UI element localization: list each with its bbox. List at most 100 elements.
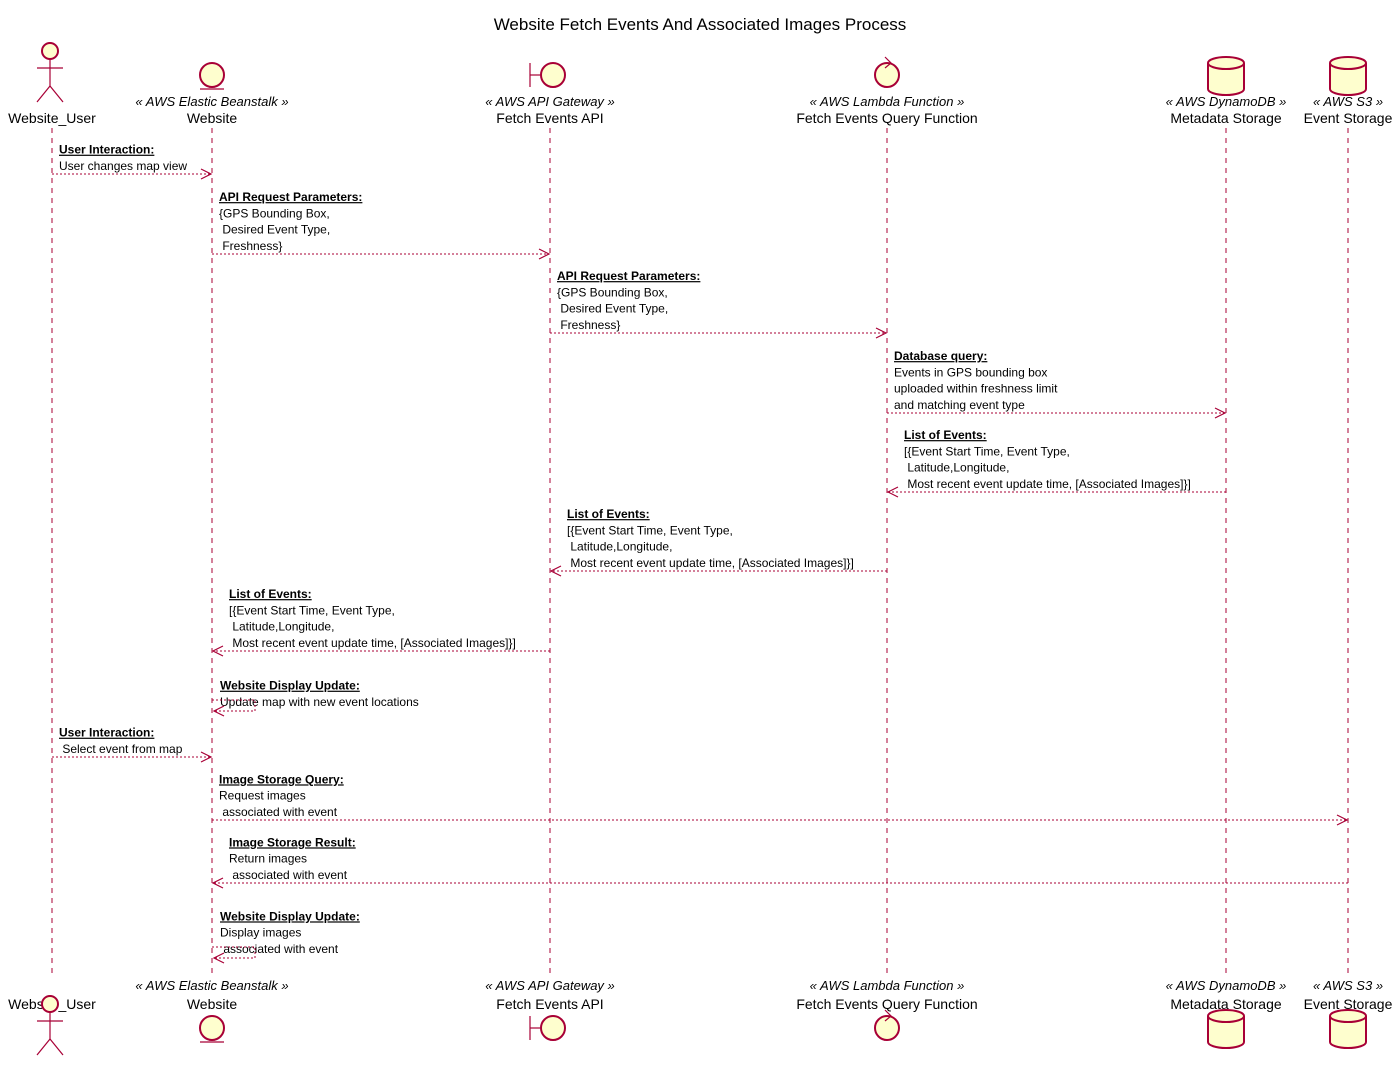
participant-name: Event Storage <box>1304 110 1393 126</box>
participant-user-bottom: Website_User <box>8 995 96 1056</box>
participant-name: Event Storage <box>1304 996 1393 1012</box>
participant-s3-top: « AWS S3 »Event Storage <box>1304 56 1393 126</box>
message-text: Display images <box>220 926 301 940</box>
participant-stereotype: « AWS S3 » <box>1313 94 1383 109</box>
participant-lambda-top: « AWS Lambda Function »Fetch Events Quer… <box>796 56 978 126</box>
participant-dynamo-top: « AWS DynamoDB »Metadata Storage <box>1166 56 1287 126</box>
arrow-head <box>1336 814 1349 826</box>
actor-icon <box>36 995 64 1056</box>
message: API Request Parameters: {GPS Bounding Box… <box>212 190 551 260</box>
message-text: associated with event <box>229 868 348 882</box>
participant-stereotype: « AWS DynamoDB » <box>1166 94 1287 109</box>
message: List of Events:[{Event Start Time, Event… <box>886 428 1226 498</box>
lifelines <box>51 128 1349 978</box>
arrow-head <box>886 486 899 498</box>
control-icon <box>874 1009 900 1041</box>
message: API Request Parameters: {GPS Bounding Box… <box>550 269 888 339</box>
message-text: associated with event <box>220 942 339 956</box>
message-text: User changes map view <box>59 159 187 173</box>
message-title: Website Display Update: <box>220 679 360 693</box>
message-text: [{Event Start Time, Event Type, <box>229 603 395 617</box>
message: Image Storage Result:Return images assoc… <box>211 835 1348 889</box>
participant-lambda-bottom: « AWS Lambda Function » Fetch Events Quer… <box>796 978 978 1041</box>
message-text: Latitude,Longitude, <box>567 540 672 554</box>
participant-stereotype: « AWS API Gateway » <box>485 94 615 109</box>
participant-headers-top: Website_User « AWS Elastic Beanstalk »Web… <box>8 42 1393 126</box>
actor-icon <box>36 42 64 103</box>
message-text: uploaded within freshness limit <box>894 382 1058 396</box>
message-title: List of Events: <box>904 428 987 442</box>
message-text: Request images <box>219 789 306 803</box>
participant-api-bottom: « AWS API Gateway »Fetch Events API <box>485 978 615 1041</box>
self-message-arrow <box>212 946 256 959</box>
diagram-title: Website Fetch Events And Associated Imag… <box>494 15 907 34</box>
participant-name: Metadata Storage <box>1170 996 1282 1012</box>
message: Website Display Update:Display images as… <box>212 909 360 964</box>
entity-icon <box>199 1015 225 1043</box>
participant-headers-bottom: Website_User « AWS Elastic Beanstalk » Web… <box>8 978 1393 1056</box>
arrow-head <box>538 248 551 260</box>
arrow-head <box>200 168 213 180</box>
database-icon <box>1206 56 1245 96</box>
message-title: User Interaction: <box>59 726 154 740</box>
message-text: {GPS Bounding Box, <box>557 285 668 299</box>
arrow-head <box>200 751 213 763</box>
arrow-head <box>212 705 225 717</box>
participant-user-top: Website_User <box>8 42 96 126</box>
message-text: Freshness} <box>557 318 620 332</box>
message-text: [{Event Start Time, Event Type, <box>567 523 733 537</box>
arrow-head <box>212 952 225 964</box>
message-title: Database query: <box>894 349 987 363</box>
message-text: Freshness} <box>219 239 282 253</box>
message: Website Display Update:Update map with n… <box>212 679 419 717</box>
message-title: List of Events: <box>567 507 650 521</box>
entity-icon <box>199 62 225 90</box>
participant-stereotype: « AWS Elastic Beanstalk » <box>135 978 288 993</box>
message-text: Latitude,Longitude, <box>904 461 1009 475</box>
message: List of Events:[{Event Start Time, Event… <box>211 587 550 657</box>
participant-stereotype: « AWS DynamoDB » <box>1166 978 1287 993</box>
arrow-head <box>211 877 224 889</box>
message: Database query: Events in GPS bounding bo… <box>887 349 1227 419</box>
participant-api-top: « AWS API Gateway »Fetch Events API <box>485 62 615 126</box>
arrow-head <box>211 645 224 657</box>
participant-stereotype: « AWS Elastic Beanstalk » <box>135 94 288 109</box>
participant-name: Fetch Events API <box>496 110 603 126</box>
participant-name: Metadata Storage <box>1170 110 1282 126</box>
message-text: Desired Event Type, <box>219 223 330 237</box>
database-icon <box>1328 56 1367 96</box>
participant-stereotype: « AWS Lambda Function » <box>810 978 965 993</box>
message-title: User Interaction: <box>59 143 154 157</box>
message-text: Desired Event Type, <box>557 302 668 316</box>
arrow-head <box>1214 407 1227 419</box>
message-text: Select event from map <box>59 742 183 756</box>
message-text: and matching event type <box>894 398 1025 412</box>
message-text: Most recent event update time, [Associat… <box>904 477 1191 491</box>
participant-name: Fetch Events Query Function <box>796 996 977 1012</box>
message: Image Storage Query:Request images assoc… <box>212 772 1349 826</box>
participant-stereotype: « AWS Lambda Function » <box>810 94 965 109</box>
participant-name: Website <box>187 110 238 126</box>
message-title: API Request Parameters: <box>219 190 362 204</box>
arrow-head <box>875 327 888 339</box>
self-message-arrow <box>212 699 256 712</box>
participant-name: Website <box>187 996 238 1012</box>
message: User Interaction: User changes map view <box>52 143 213 180</box>
message-text: {GPS Bounding Box, <box>219 206 330 220</box>
arrow-head <box>549 565 562 577</box>
message-text: Return images <box>229 852 307 866</box>
participant-dynamo-bottom: « AWS DynamoDB » Metadata Storage <box>1166 978 1287 1049</box>
control-icon <box>874 56 900 88</box>
participant-s3-bottom: « AWS S3 »Event Storage <box>1304 978 1393 1049</box>
messages: User Interaction: User changes map viewAP… <box>52 143 1349 964</box>
participant-name: Fetch Events Query Function <box>796 110 977 126</box>
message-text: Events in GPS bounding box <box>894 365 1047 379</box>
participant-stereotype: « AWS API Gateway » <box>485 978 615 993</box>
message-text: Latitude,Longitude, <box>229 620 334 634</box>
message-title: API Request Parameters: <box>557 269 700 283</box>
participant-name: Website_User <box>8 110 96 126</box>
message: User Interaction: Select event from map <box>52 726 213 763</box>
message-text: associated with event <box>219 805 338 819</box>
participant-website-top: « AWS Elastic Beanstalk »Website <box>135 62 289 126</box>
